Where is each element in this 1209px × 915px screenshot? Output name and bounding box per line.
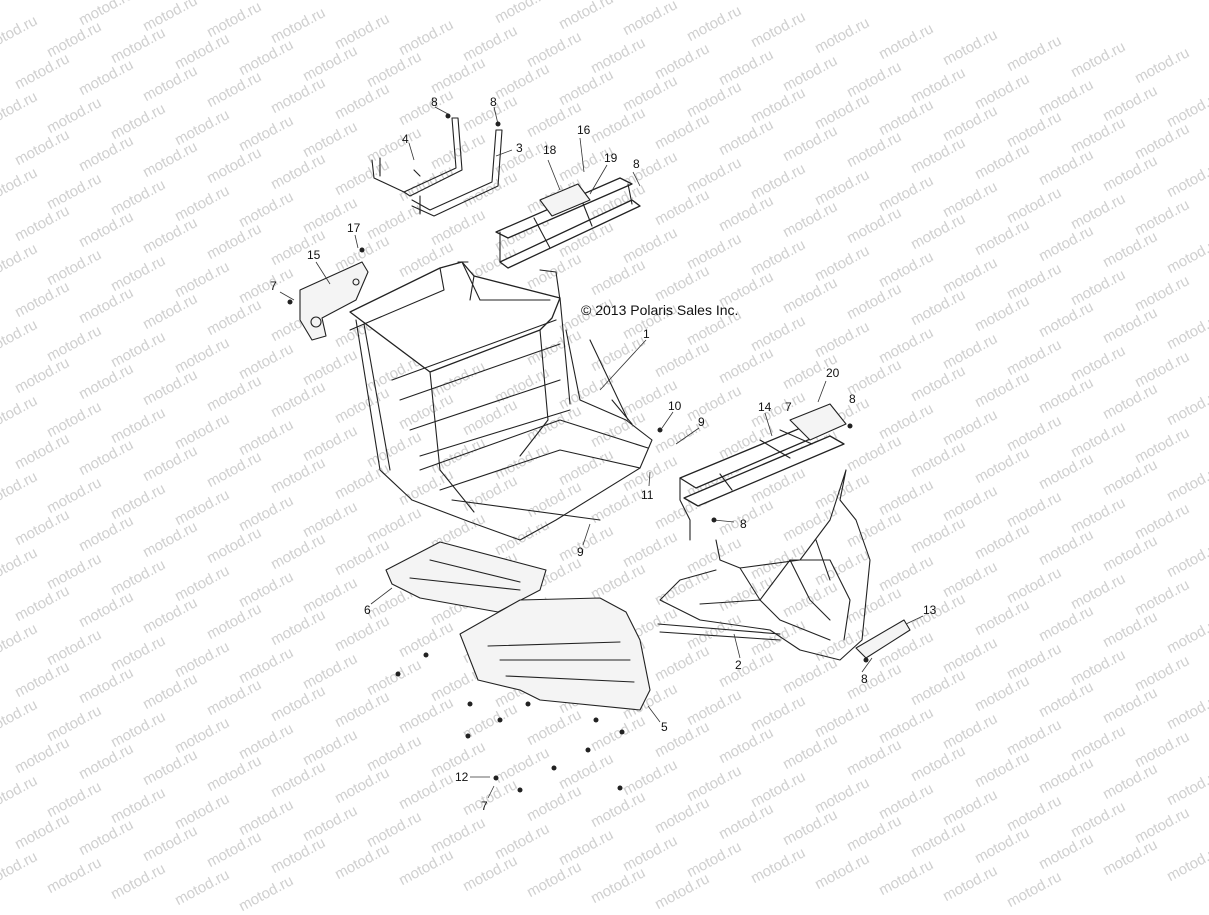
callout-label: 10 xyxy=(668,399,682,413)
callout-label: 16 xyxy=(577,123,591,137)
callout-label: 13 xyxy=(923,603,937,617)
callout-label: 8 xyxy=(849,392,856,406)
callout-label: 1 xyxy=(643,327,650,341)
callout-label: 20 xyxy=(826,366,840,380)
callout-label: 4 xyxy=(402,132,409,146)
callout-label: 8 xyxy=(490,95,497,109)
callout-label: 9 xyxy=(698,415,705,429)
callout-label: 11 xyxy=(641,488,654,502)
callout-label: 7 xyxy=(785,400,792,414)
leader-lines xyxy=(279,106,924,799)
callout-label: 5 xyxy=(661,720,668,734)
main-frame xyxy=(349,261,653,541)
callout-label: 7 xyxy=(270,279,277,293)
callout-label: 17 xyxy=(347,221,361,235)
seat-bracket-right xyxy=(411,129,503,217)
front-crossmember xyxy=(679,403,847,541)
bumper-bracket xyxy=(299,261,369,341)
front-frame xyxy=(657,469,871,661)
callout-label: 2 xyxy=(735,658,742,672)
callout-label: 9 xyxy=(577,545,584,559)
fasteners xyxy=(287,113,869,793)
callout-label: 8 xyxy=(431,95,438,109)
copyright-notice: © 2013 Polaris Sales Inc. xyxy=(581,302,739,318)
callout-label: 6 xyxy=(364,603,371,617)
callout-label: 7 xyxy=(481,799,488,813)
callout-label: 3 xyxy=(516,141,523,155)
callout-label: 14 xyxy=(758,400,772,414)
seat-bracket-left xyxy=(371,117,463,197)
bracket-13 xyxy=(855,619,911,659)
callout-label: 8 xyxy=(861,672,868,686)
callout-label: 15 xyxy=(307,248,321,262)
skid-plate-front xyxy=(459,597,651,711)
seat-support xyxy=(495,177,641,269)
callout-label: 19 xyxy=(604,151,618,165)
callout-label: 8 xyxy=(633,157,640,171)
callout-label: 12 xyxy=(455,770,469,784)
callout-label: 8 xyxy=(740,517,747,531)
callout-label: 18 xyxy=(543,143,557,157)
